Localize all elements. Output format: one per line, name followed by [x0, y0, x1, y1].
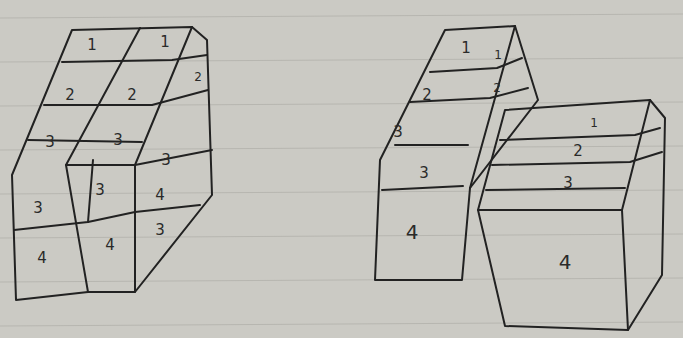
layer-number: 1	[461, 41, 471, 56]
layer-number: 4	[105, 238, 115, 253]
layer-number: 4	[406, 222, 419, 242]
layer-number: 2	[65, 88, 75, 103]
layer-number: 1	[494, 49, 502, 61]
layer-number: 3	[393, 125, 403, 140]
layer-number: 3	[563, 176, 573, 191]
layer-number: 3	[45, 135, 55, 150]
layer-number: 3	[155, 223, 165, 238]
layer-number: 3	[161, 153, 171, 168]
layer-number: 2	[493, 82, 501, 94]
layer-number: 1	[87, 38, 97, 53]
layer-number: 4	[155, 188, 165, 203]
layer-number: 3	[33, 201, 43, 216]
layer-number: 2	[127, 88, 137, 103]
layer-number: 3	[95, 183, 105, 198]
layer-number: 4	[559, 252, 572, 272]
layer-number: 3	[419, 166, 429, 181]
layer-number: 1	[160, 35, 170, 50]
layer-number: 1	[590, 117, 598, 129]
layer-number: 2	[573, 144, 583, 159]
layer-number: 3	[113, 133, 123, 148]
layer-number: 2	[194, 71, 202, 83]
layer-number: 2	[422, 88, 432, 103]
layer-number: 4	[37, 251, 47, 266]
